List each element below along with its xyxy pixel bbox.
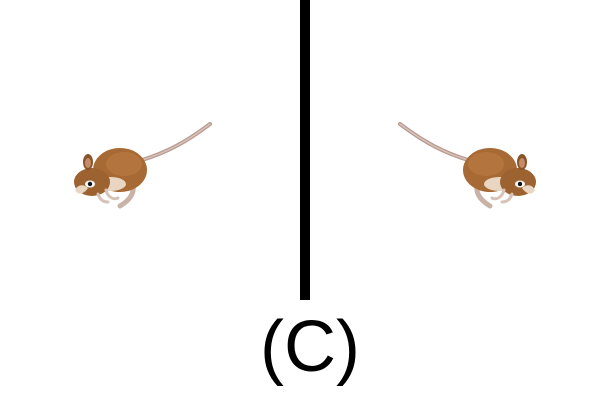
mouse-right-icon: [398, 122, 536, 209]
mouse-left-icon: [74, 122, 212, 209]
panel-label: (C): [260, 307, 360, 387]
mouse-right-image: [390, 118, 540, 218]
mirror-line: [300, 0, 310, 300]
mouse-left-image: [70, 118, 220, 218]
